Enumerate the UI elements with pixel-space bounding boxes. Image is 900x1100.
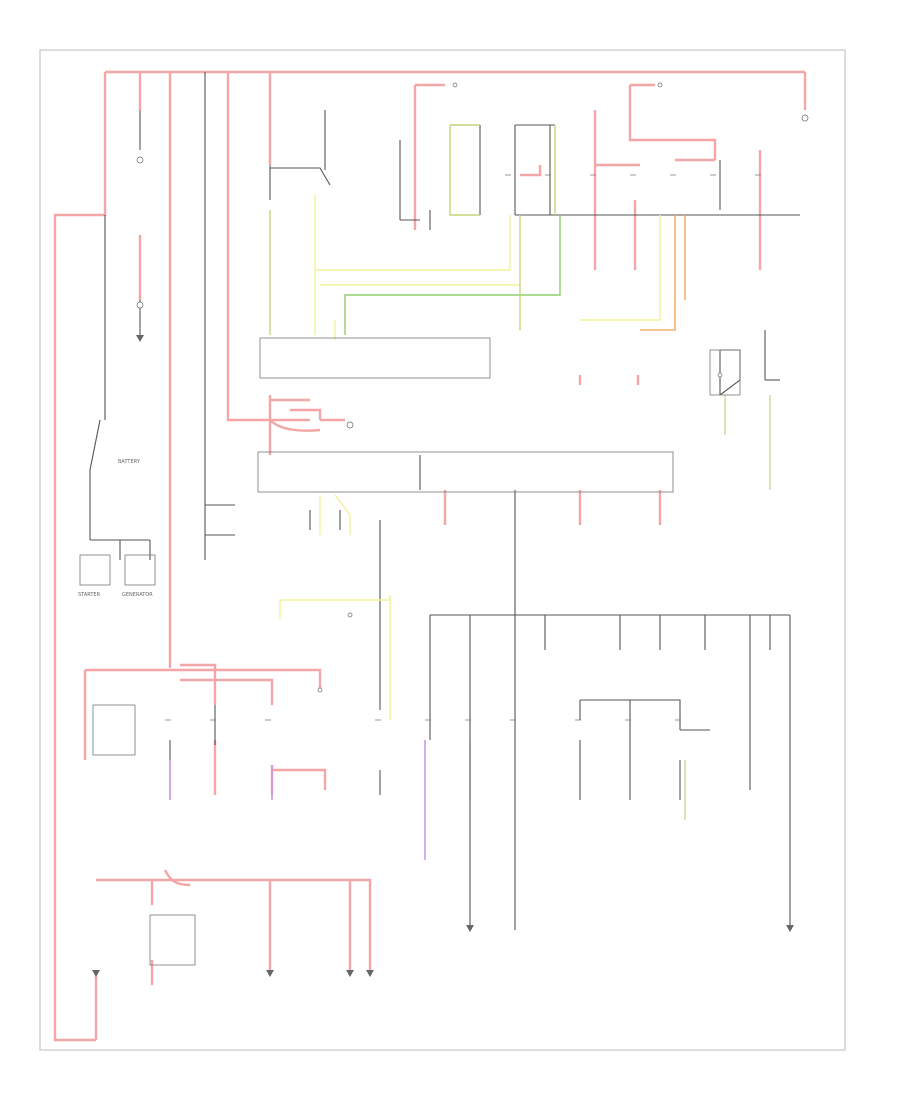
yellow-wires <box>279 195 661 720</box>
diagram-frame <box>39 49 846 1051</box>
generator-box <box>124 554 156 586</box>
green-olive-wires <box>269 124 561 335</box>
lower-fuse-box <box>149 914 196 966</box>
red-power-wires <box>53 70 807 1042</box>
battery-label: BATTERY <box>118 459 141 465</box>
relay-distribution-module <box>257 451 674 493</box>
central-control-module <box>259 337 491 379</box>
fuse-ticks <box>165 174 761 721</box>
starter-label: STARTER <box>78 592 101 598</box>
relay-box-left <box>92 704 136 756</box>
component-symbols <box>136 82 809 693</box>
starter-box <box>79 554 111 586</box>
module-boxes <box>79 337 741 966</box>
black-gray-wires <box>89 72 800 930</box>
ground-markers <box>92 335 794 977</box>
switch-box-right <box>709 349 741 396</box>
generator-label: GENERATOR <box>122 592 153 598</box>
accent-wires <box>169 215 771 860</box>
